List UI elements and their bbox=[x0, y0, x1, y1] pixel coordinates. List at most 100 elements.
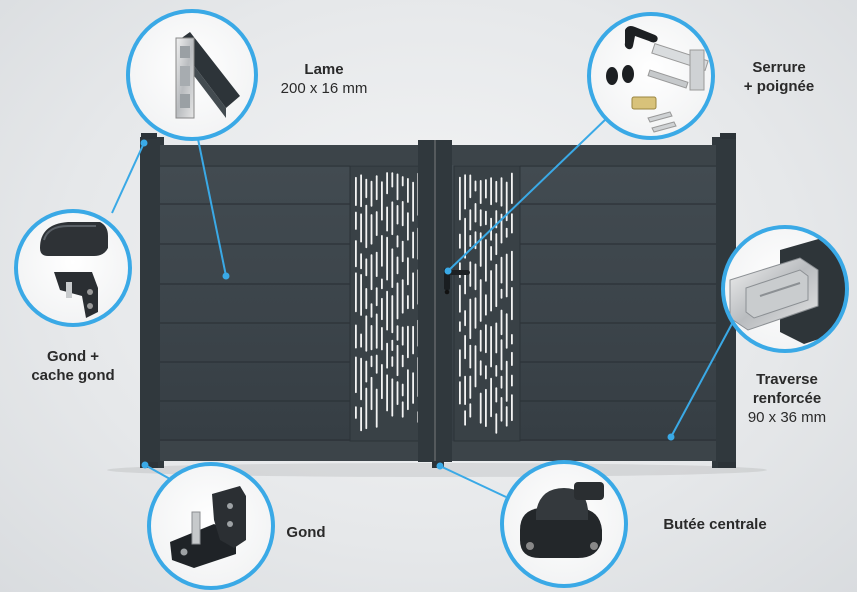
perforation-slit bbox=[355, 272, 357, 313]
perforation-slit bbox=[370, 325, 373, 351]
hinge-with-cover-icon bbox=[40, 222, 108, 318]
perforation-slit bbox=[469, 298, 472, 340]
gond-cache-line1: Gond + bbox=[46, 348, 100, 365]
perforation-slit bbox=[355, 324, 357, 349]
perforation-slit bbox=[407, 369, 409, 411]
perforation-slit bbox=[505, 313, 508, 349]
perforation-slit bbox=[375, 287, 378, 307]
perforation-slit bbox=[474, 345, 477, 388]
perforation-slit bbox=[469, 344, 472, 369]
perforation-slit bbox=[412, 181, 414, 222]
perforation-slit bbox=[360, 407, 362, 432]
perforation-slit bbox=[485, 365, 487, 380]
perforation-slit bbox=[360, 174, 362, 208]
perforation-slit bbox=[386, 172, 388, 195]
perforation-slit bbox=[407, 257, 409, 286]
perforation-slit bbox=[355, 211, 357, 230]
gond-callout-circle bbox=[147, 462, 275, 590]
perforation-slit bbox=[511, 351, 513, 366]
perforation-slit bbox=[391, 339, 394, 351]
perforation-slit bbox=[407, 325, 409, 359]
perforation-slit bbox=[391, 378, 394, 417]
perforation-slit bbox=[375, 211, 378, 236]
lock-and-handle-icon bbox=[606, 26, 709, 133]
perforation-slit bbox=[381, 297, 383, 321]
perforation-slit bbox=[464, 174, 466, 210]
perforation-slit bbox=[365, 178, 368, 199]
perforation-slit bbox=[500, 309, 503, 336]
perforation-slit bbox=[459, 321, 461, 332]
center-stile-left bbox=[418, 140, 434, 462]
perforation-slit bbox=[355, 176, 357, 206]
perforation-slit bbox=[365, 387, 368, 430]
serrure-label: Serrure + poignée bbox=[724, 58, 834, 96]
gond-cache-line2: cache gond bbox=[31, 367, 115, 384]
perforation-slit bbox=[490, 246, 492, 261]
perforation-slit bbox=[396, 205, 399, 225]
perforation-slit bbox=[479, 180, 482, 204]
perforation-slit bbox=[479, 392, 482, 424]
perforation-slit bbox=[469, 375, 472, 399]
perforation-slit bbox=[370, 303, 373, 318]
perforation-slit bbox=[495, 263, 498, 308]
traverse-callout-circle bbox=[721, 225, 849, 353]
perforation-slit bbox=[401, 240, 404, 263]
perforation-slit bbox=[407, 178, 409, 203]
perforation-slit bbox=[396, 325, 399, 341]
perforation-slit bbox=[464, 375, 466, 405]
perforation-slit bbox=[464, 217, 466, 259]
perforation-slit bbox=[469, 174, 472, 199]
perforation-slit bbox=[391, 201, 394, 236]
perforation-slit bbox=[490, 377, 492, 418]
perforation-slit bbox=[370, 214, 373, 245]
perforation-slit bbox=[464, 271, 466, 295]
perforation-slit bbox=[464, 335, 466, 360]
perforation-slit bbox=[401, 279, 404, 314]
perforation-slit bbox=[375, 251, 378, 277]
perforation-slit bbox=[459, 284, 461, 313]
perforation-slit bbox=[495, 233, 498, 256]
perforation-slit bbox=[505, 227, 508, 238]
perforation-slit bbox=[360, 274, 362, 316]
perforation-slit bbox=[355, 406, 357, 419]
perforation-slit bbox=[469, 403, 472, 418]
butee-title: Butée centrale bbox=[663, 516, 767, 533]
perforation-slit bbox=[495, 387, 498, 403]
perforation-slit bbox=[505, 406, 508, 427]
perforation-slit bbox=[505, 181, 508, 222]
perforation-slit bbox=[459, 233, 461, 249]
perforation-slit bbox=[505, 360, 508, 402]
perforation-slit bbox=[495, 322, 498, 354]
perforation-slit bbox=[500, 288, 503, 299]
perforation-slit bbox=[490, 270, 492, 312]
perforation-slit bbox=[401, 383, 404, 397]
perforation-slit bbox=[375, 175, 378, 201]
lame-title: Lame bbox=[304, 61, 344, 78]
perforation-slit bbox=[412, 272, 414, 310]
perforation-slit bbox=[474, 297, 477, 329]
gond-title: Gond bbox=[286, 524, 326, 541]
perforation-slit bbox=[511, 213, 513, 234]
perforation-slit bbox=[500, 256, 503, 284]
left-slats bbox=[160, 165, 350, 441]
center-stile-right bbox=[436, 140, 452, 462]
butee-label: Butée centrale bbox=[640, 515, 790, 534]
leader-lines bbox=[111, 117, 735, 498]
perforation-slit bbox=[375, 313, 378, 349]
serrure-line2: + poignée bbox=[743, 78, 815, 95]
perforation-slit bbox=[391, 295, 394, 334]
perforation-slit bbox=[500, 339, 503, 371]
perforation-slit bbox=[396, 344, 399, 377]
perforation-slit bbox=[375, 388, 378, 428]
gond-cache-callout-circle bbox=[14, 209, 132, 327]
perforation-slit bbox=[474, 203, 477, 223]
perforation-slit bbox=[365, 258, 368, 277]
perforation-slit bbox=[479, 232, 482, 267]
traverse-line1: Traverse bbox=[756, 371, 818, 388]
perforation-slit bbox=[485, 179, 487, 199]
perforation-slit bbox=[464, 410, 466, 426]
perforation-slit bbox=[511, 374, 513, 387]
perforation-slit bbox=[401, 326, 404, 346]
perforation-slit bbox=[495, 180, 498, 203]
